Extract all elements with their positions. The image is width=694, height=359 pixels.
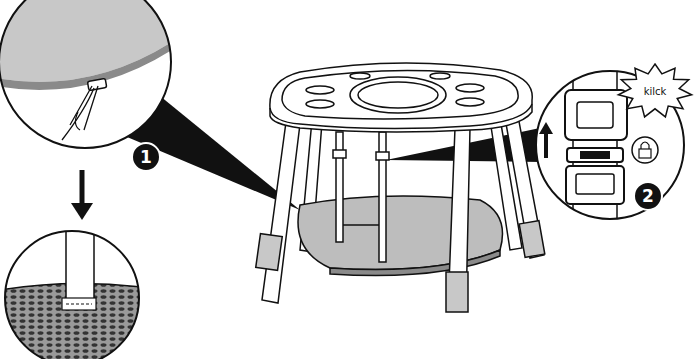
callout-number: 1 bbox=[131, 142, 161, 172]
detail-view bbox=[0, 0, 180, 150]
callout-number-text: 1 bbox=[140, 147, 152, 167]
detail-view bbox=[530, 65, 690, 225]
detail-view bbox=[0, 225, 150, 359]
click-burst: kilck bbox=[618, 64, 692, 118]
callout-number-text: 2 bbox=[642, 186, 654, 206]
callout-number: 2 bbox=[633, 181, 663, 211]
click-sound-text: kilck bbox=[644, 86, 667, 97]
activity-stool bbox=[256, 63, 545, 312]
